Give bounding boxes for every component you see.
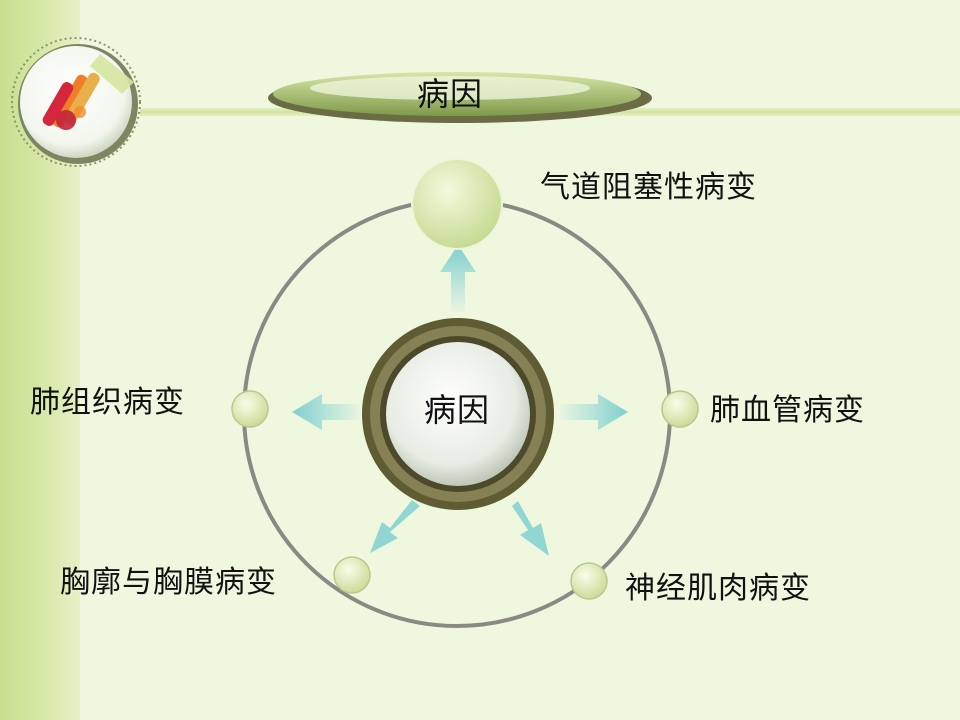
page-title: 病因: [417, 75, 484, 113]
arrow-up: [440, 245, 476, 312]
test-tube-logo-icon: [11, 37, 141, 167]
node-airway: [411, 158, 503, 250]
node-vascular: [661, 390, 699, 428]
arrow-left: [292, 394, 360, 430]
node-label-neuromuscular: 神经肌肉病变: [625, 571, 811, 606]
node-label-chestwall: 胸廓与胸膜病变: [60, 565, 277, 600]
node-label-airway: 气道阻塞性病变: [540, 170, 757, 205]
title-banner: [268, 72, 652, 123]
center-label: 病因: [424, 391, 491, 429]
node-neuromuscular: [570, 562, 608, 600]
node-parenchyma: [231, 390, 269, 428]
node-label-vascular: 肺血管病变: [710, 393, 865, 428]
arrow-lower-right: [512, 501, 549, 556]
center-disc: [386, 342, 530, 486]
node-label-parenchyma: 肺组织病变: [30, 385, 185, 420]
arrow-right: [560, 394, 628, 430]
node-chestwall: [333, 556, 371, 594]
arrow-lower-left: [370, 500, 420, 553]
